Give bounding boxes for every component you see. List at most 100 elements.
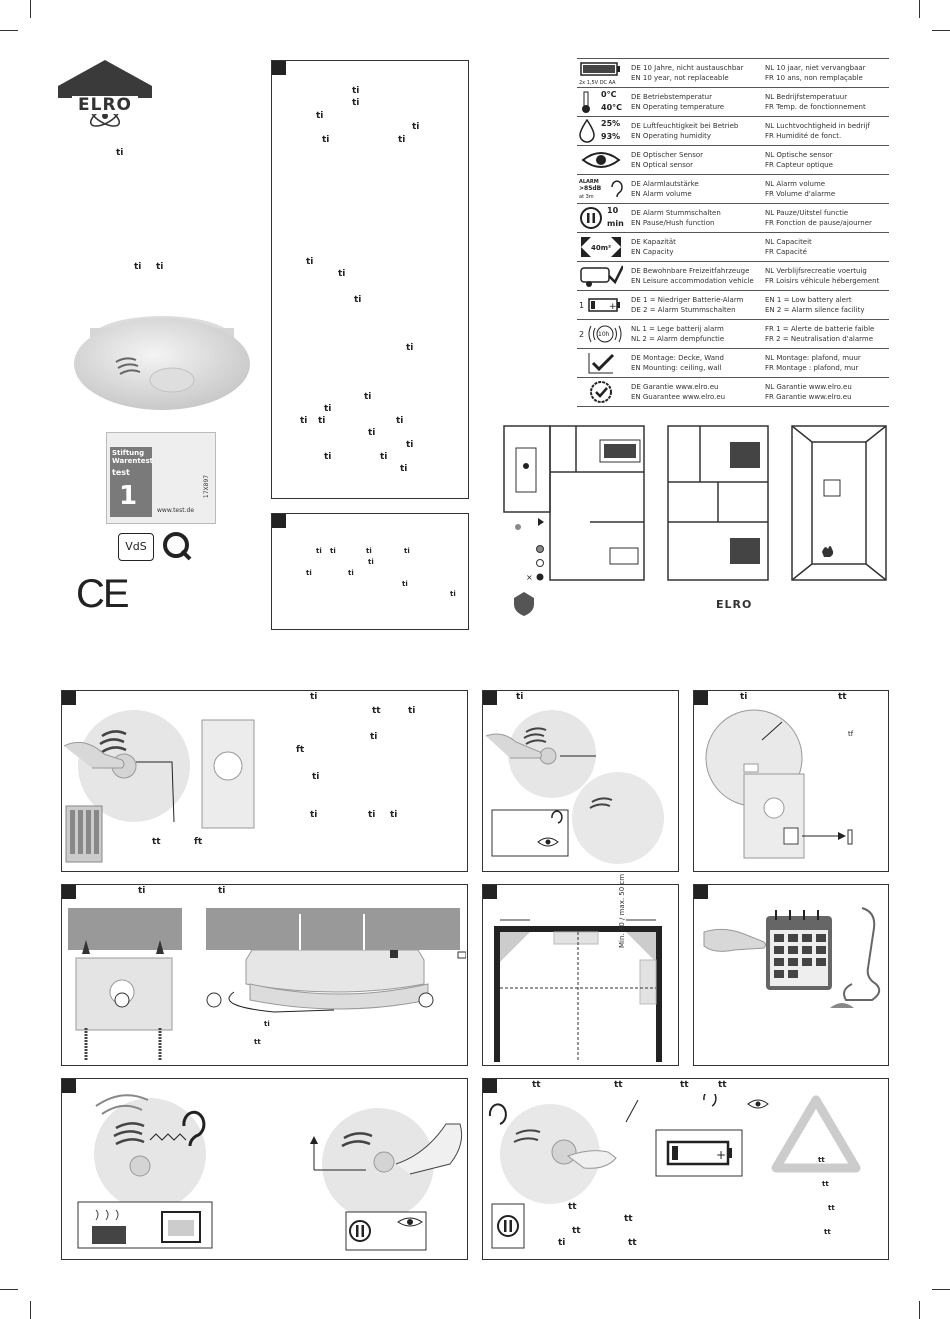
glyph-ti: ti xyxy=(300,416,308,426)
step-2-illustration xyxy=(485,706,676,866)
step-5-room-diagram xyxy=(490,906,674,1062)
glyph-ti: ti xyxy=(306,569,312,577)
glyph-ti: ti xyxy=(450,590,456,598)
step-panel-3 xyxy=(693,690,889,872)
vds-text: VdS xyxy=(125,540,147,553)
glyph-ti: ti xyxy=(402,580,408,588)
floor-plans: × xyxy=(500,422,900,622)
glyph-tt: tt xyxy=(572,1226,581,1236)
stiftung-code: 17X897 xyxy=(203,474,211,499)
step-panel-5 xyxy=(482,884,679,1066)
stiftung-url: www.test.de xyxy=(157,507,195,514)
glyph-ti: ti xyxy=(264,1020,270,1028)
glyph-ti: ti xyxy=(156,262,164,272)
glyph-tt: tt xyxy=(824,1228,831,1236)
step-4-illustration xyxy=(64,904,467,1064)
checkmark-icon xyxy=(579,351,623,375)
glyph-ti: ti xyxy=(370,732,378,742)
step-panel-7 xyxy=(61,1078,468,1260)
glyph-tt: tt xyxy=(680,1080,689,1090)
stiftung-line2: Warentest xyxy=(112,457,153,465)
step-panel-6 xyxy=(693,884,889,1066)
glyph-ti: ti xyxy=(740,692,748,702)
eye-icon xyxy=(579,148,623,172)
spec-row-battery: 2x 1,5V DC AA DE 10 Jahre, nicht austaus… xyxy=(577,59,889,88)
glyph-ti: ti xyxy=(348,569,354,577)
glyph-ti: ti xyxy=(352,98,360,108)
glyph-ti: ti xyxy=(404,547,410,555)
glyph-ti: ti xyxy=(408,706,416,716)
step-8-illustration: + xyxy=(486,1089,886,1256)
svg-text:×: × xyxy=(526,573,533,582)
step-3-illustration xyxy=(698,708,884,868)
glyph-ti: ti xyxy=(316,111,324,121)
elro-logo: ELRO xyxy=(58,58,152,138)
step-1-illustration xyxy=(63,706,284,866)
glyph-ti: ti xyxy=(310,810,318,820)
brand-name: ELRO xyxy=(72,96,138,114)
glyph-ti: ti xyxy=(558,1238,566,1248)
stiftung-test: test xyxy=(112,468,130,477)
glyph-ti: ti xyxy=(398,135,406,145)
step-6-illustration xyxy=(702,904,884,1060)
glyph-ti: ti xyxy=(318,416,326,426)
guarantee-icon xyxy=(579,380,623,404)
ear-icon: ALARM >85dB at 3m xyxy=(579,177,623,201)
glyph-ti: ti xyxy=(396,416,404,426)
hush-icon: 2 10h xyxy=(579,322,623,346)
glyph-ti: ti xyxy=(368,810,376,820)
step-panel-4 xyxy=(61,884,468,1066)
footer-brand: ELRO xyxy=(716,598,753,611)
stiftung-line1: Stiftung xyxy=(112,449,145,457)
ce-mark: CE xyxy=(76,572,130,616)
glyph-ti: ti xyxy=(406,343,414,353)
glyph-tt: tt xyxy=(152,837,161,847)
glyph-ti: ti xyxy=(138,886,146,896)
glyph-ti: ti xyxy=(368,428,376,438)
area-icon: 40m² xyxy=(579,235,623,259)
caravan-icon xyxy=(579,264,625,288)
glyph-ti: ti xyxy=(324,404,332,414)
glyph-ti: ti xyxy=(390,810,398,820)
glyph-ti: ti xyxy=(218,886,226,896)
glyph-ft: ft xyxy=(296,745,305,755)
glyph-ti: ti xyxy=(116,148,124,158)
glyph-ti: ti xyxy=(380,452,388,462)
mounting-distance-label: Min. 30 / max. 50 cm xyxy=(618,873,626,948)
glyph-ti: ti xyxy=(412,122,420,132)
glyph-tt: tt xyxy=(822,1180,829,1188)
glyph-ti: ti xyxy=(400,464,408,474)
glyph-tt: tt xyxy=(628,1238,637,1248)
step-panel-2 xyxy=(482,690,679,872)
instructions-panel-2 xyxy=(271,513,469,630)
glyph-tt: tt xyxy=(568,1202,577,1212)
glyph-tt: tt xyxy=(372,706,381,716)
glyph-ti: ti xyxy=(352,86,360,96)
glyph-tt: tt xyxy=(624,1214,633,1224)
thermometer-icon: 0°C 40°C xyxy=(579,90,623,114)
low-battery-icon: 1 + xyxy=(579,293,623,317)
stiftung-warentest-badge: Stiftung Warentest test 1 www.test.de 17… xyxy=(106,432,216,524)
smoke-detector-product-image xyxy=(72,298,250,418)
step-7-illustration xyxy=(66,1094,466,1256)
glyph-ti: ti xyxy=(338,269,346,279)
glyph-ti: ti xyxy=(316,547,322,555)
glyph-ti: ti xyxy=(134,262,142,272)
q-mark-icon xyxy=(162,531,192,561)
glyph-tf: tf xyxy=(848,730,854,738)
vds-logo: VdS xyxy=(118,533,154,561)
glyph-ti: ti xyxy=(354,295,362,305)
glyph-tt: tt xyxy=(838,692,847,702)
glyph-ti: ti xyxy=(330,547,336,555)
battery-icon: 2x 1,5V DC AA xyxy=(579,61,623,86)
glyph-tt: tt xyxy=(532,1080,541,1090)
